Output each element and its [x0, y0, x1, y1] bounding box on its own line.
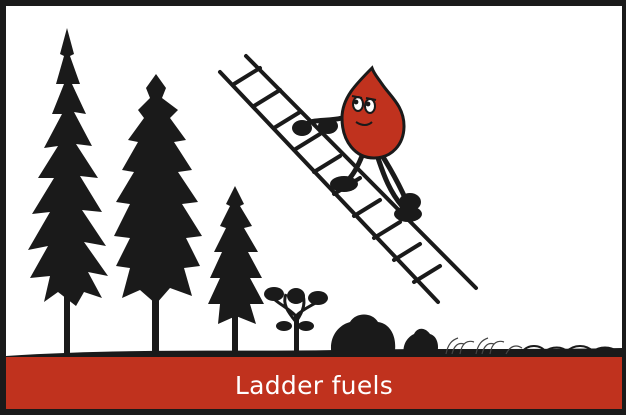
- caption-label: Ladder fuels: [235, 371, 393, 400]
- caption-band: Ladder fuels: [6, 357, 622, 409]
- medium-conifer-tree-icon: [208, 186, 264, 358]
- small-shrub-icon: [403, 329, 438, 356]
- ladder-fuels-scene: [6, 6, 622, 411]
- small-tree-icon: [264, 287, 328, 358]
- bushy-conifer-tree-icon: [114, 74, 202, 358]
- tall-conifer-tree-icon: [28, 28, 108, 358]
- shrub-icon: [331, 315, 395, 357]
- flame-character-icon: [292, 68, 422, 222]
